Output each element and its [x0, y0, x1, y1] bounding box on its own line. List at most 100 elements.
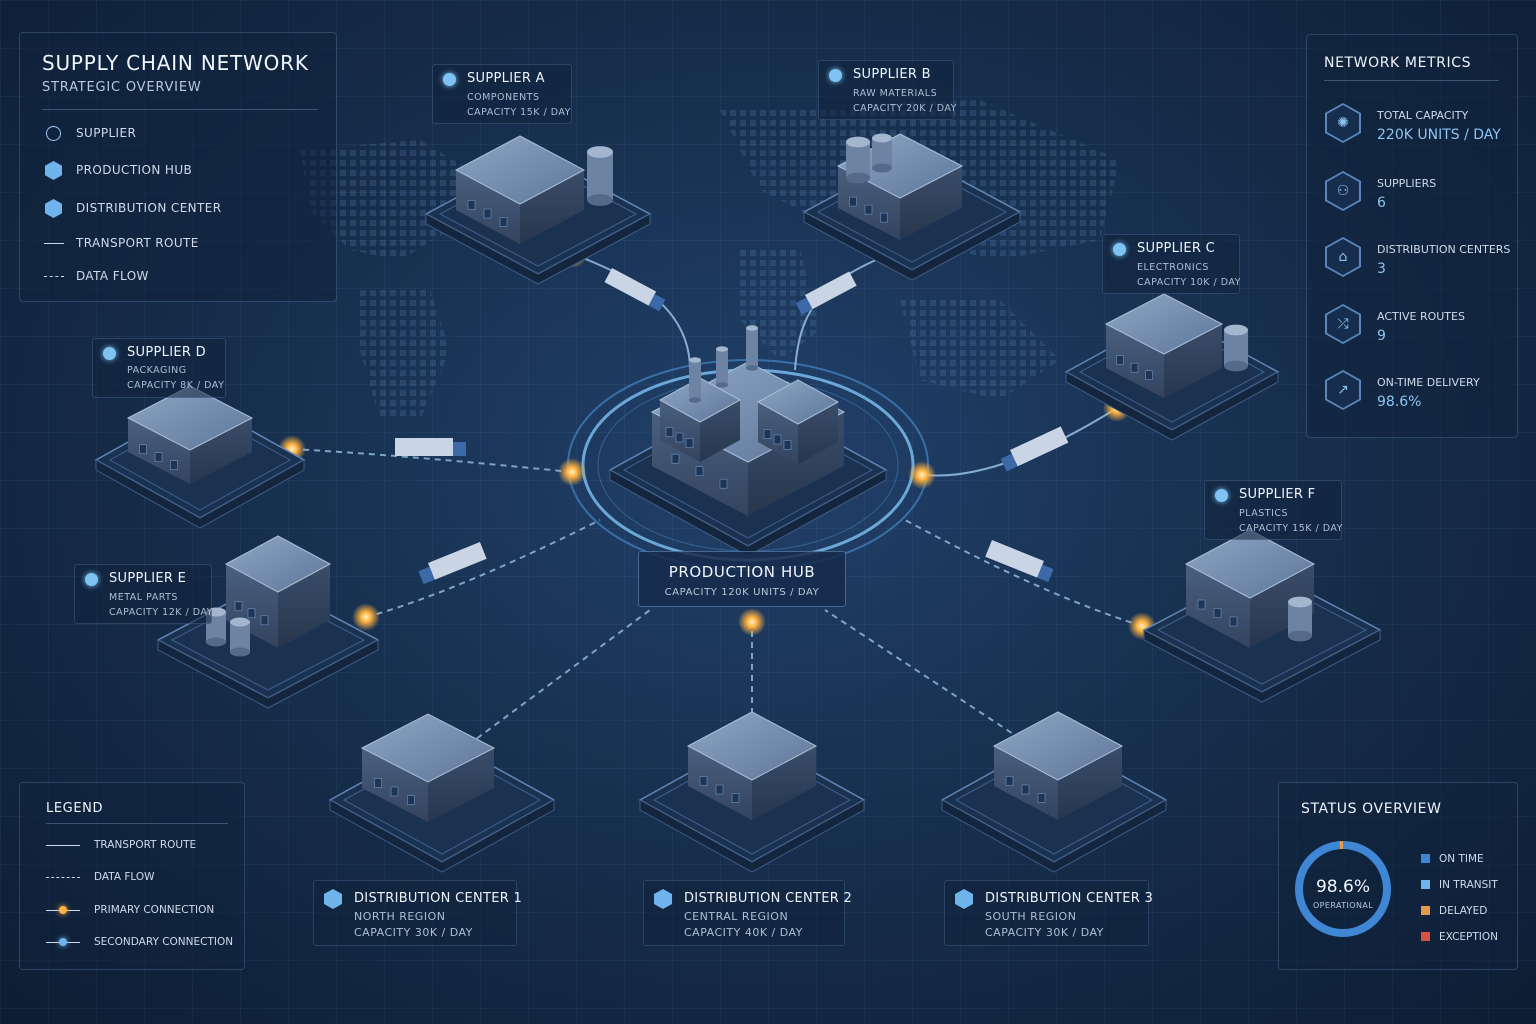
key-label: PRODUCTION HUB: [76, 163, 193, 177]
hub-name: PRODUCTION HUB: [668, 563, 816, 581]
dc-region: NORTH REGION: [354, 910, 446, 923]
metric-value: 98.6%: [1377, 394, 1422, 410]
metrics-title: NETWORK METRICS: [1324, 55, 1472, 71]
dashed-line-icon: [46, 877, 80, 878]
supplier-d-building: [94, 385, 306, 529]
status-donut: [1295, 841, 1391, 937]
supplier-type: ELECTRONICS: [1137, 262, 1209, 273]
supplier-c-label: SUPPLIER C ELECTRONICS CAPACITY 10K / DA…: [1102, 234, 1240, 294]
metric-value: 220K UNITS / DAY: [1377, 127, 1501, 143]
supplier-icon: [1215, 489, 1228, 502]
legend-label: TRANSPORT ROUTE: [94, 839, 197, 851]
overview-panel: SUPPLY CHAIN NETWORK STRATEGIC OVERVIEW …: [19, 32, 337, 302]
truck: [395, 438, 466, 456]
truck: [985, 540, 1054, 583]
metric-label: ON-TIME DELIVERY: [1377, 376, 1480, 389]
dc-capacity: CAPACITY 30K / DAY: [985, 926, 1104, 939]
metric-value: 3: [1377, 261, 1386, 277]
buildings: [94, 133, 1382, 873]
hub-capacity: CAPACITY 120K UNITS / DAY: [664, 587, 820, 598]
key-label: DATA FLOW: [76, 269, 149, 283]
circle-outline-icon: [46, 126, 61, 141]
people-icon: ⚇: [1325, 171, 1361, 211]
supplier-capacity: CAPACITY 15K / DAY: [1239, 523, 1343, 534]
supplier-name: SUPPLIER D: [127, 345, 206, 360]
supplier-capacity: CAPACITY 10K / DAY: [1137, 277, 1241, 288]
divider: [46, 823, 228, 824]
supplier-name: SUPPLIER E: [109, 571, 187, 586]
supplier-capacity: CAPACITY 12K / DAY: [109, 607, 213, 618]
trucks: [395, 268, 1069, 585]
supplier-capacity: CAPACITY 20K / DAY: [853, 103, 957, 114]
status-swatch: [1421, 906, 1430, 915]
supplier-icon: [443, 73, 456, 86]
truck: [604, 268, 666, 312]
legend-label: PRIMARY CONNECTION: [94, 904, 215, 916]
metric-label: DISTRIBUTION CENTERS: [1377, 243, 1511, 256]
supplier-capacity: CAPACITY 15K / DAY: [467, 107, 571, 118]
supplier-icon: [85, 573, 98, 586]
supplier-type: RAW MATERIALS: [853, 88, 938, 99]
dashed-line-icon: [44, 276, 64, 277]
metric-value: 9: [1377, 328, 1386, 344]
supplier-b-label: SUPPLIER B RAW MATERIALS CAPACITY 20K / …: [818, 60, 957, 120]
supplier-name: SUPPLIER F: [1239, 487, 1316, 502]
metric-label: SUPPLIERS: [1377, 177, 1437, 190]
hexagon-icon: [654, 889, 672, 909]
dc-capacity: CAPACITY 40K / DAY: [684, 926, 803, 939]
dc-capacity: CAPACITY 30K / DAY: [354, 926, 473, 939]
supplier-c-building: [1064, 293, 1280, 441]
metric-total-capacity: ✺ TOTAL CAPACITY 220K UNITS / DAY: [1307, 101, 1517, 151]
route-icon: ⤮: [1325, 304, 1361, 344]
supplier-b-building: [802, 133, 1022, 281]
supplier-a-label: SUPPLIER A COMPONENTS CAPACITY 15K / DAY: [432, 64, 572, 124]
supplier-capacity: CAPACITY 8K / DAY: [127, 380, 225, 391]
supplier-icon: [103, 347, 116, 360]
distribution-center-2-label: DISTRIBUTION CENTER 2 CENTRAL REGION CAP…: [643, 880, 852, 946]
distribution-center-3-building: [940, 711, 1168, 873]
status-value: 98.6%: [1315, 877, 1370, 897]
solid-line-icon: [46, 845, 80, 846]
metric-on-time-delivery: ↗ ON-TIME DELIVERY 98.6%: [1307, 368, 1517, 418]
truck: [1000, 426, 1069, 472]
supplier-type: METAL PARTS: [109, 592, 178, 603]
supplier-a-building: [424, 135, 652, 285]
supplier-d-label: SUPPLIER D PACKAGING CAPACITY 8K / DAY: [92, 338, 226, 398]
distribution-center-3-label: DISTRIBUTION CENTER 3 SOUTH REGION CAPAC…: [944, 880, 1153, 946]
dc-region: CENTRAL REGION: [684, 910, 789, 923]
supplier-type: COMPONENTS: [467, 92, 540, 103]
status-label: EXCEPTION: [1439, 931, 1498, 943]
key-label: TRANSPORT ROUTE: [76, 236, 199, 250]
supplier-icon: [1113, 243, 1126, 256]
legend-title: LEGEND: [46, 801, 104, 816]
dc-name: DISTRIBUTION CENTER 2: [684, 891, 853, 906]
hexagon-icon: [45, 161, 62, 180]
supplier-icon: [829, 69, 842, 82]
status-swatch: [1421, 932, 1430, 941]
status-label: DELAYED: [1439, 905, 1488, 917]
hexagon-icon: [45, 199, 62, 218]
data-flows: [291, 448, 1143, 746]
metric-distribution-centers: ⌂ DISTRIBUTION CENTERS 3: [1307, 235, 1517, 285]
warehouse-icon: ⌂: [1325, 237, 1361, 277]
hexagon-icon: [955, 889, 973, 909]
solid-line-icon: [44, 243, 64, 244]
production-hub-label: PRODUCTION HUB CAPACITY 120K UNITS / DAY: [638, 551, 846, 607]
distribution-center-1-label: DISTRIBUTION CENTER 1 NORTH REGION CAPAC…: [313, 880, 522, 946]
metric-value: 6: [1377, 195, 1386, 211]
blue-node-icon: [59, 938, 67, 946]
supplier-name: SUPPLIER C: [1137, 241, 1215, 256]
legend-label: SECONDARY CONNECTION: [94, 936, 234, 948]
status-overview-panel: STATUS OVERVIEW 98.6% OPERATIONAL ON TIM…: [1278, 782, 1518, 970]
status-swatch: [1421, 880, 1430, 889]
supplier-type: PLASTICS: [1239, 508, 1289, 519]
network-icon: ✺: [1325, 103, 1361, 143]
truck: [418, 542, 487, 585]
page-title: SUPPLY CHAIN NETWORK: [42, 51, 309, 75]
legend-label: DATA FLOW: [94, 871, 155, 883]
metric-suppliers: ⚇ SUPPLIERS 6: [1307, 169, 1517, 219]
status-title: STATUS OVERVIEW: [1301, 801, 1442, 817]
dc-region: SOUTH REGION: [985, 910, 1077, 923]
supplier-f-building: [1142, 529, 1382, 703]
dc-name: DISTRIBUTION CENTER 1: [354, 891, 523, 906]
